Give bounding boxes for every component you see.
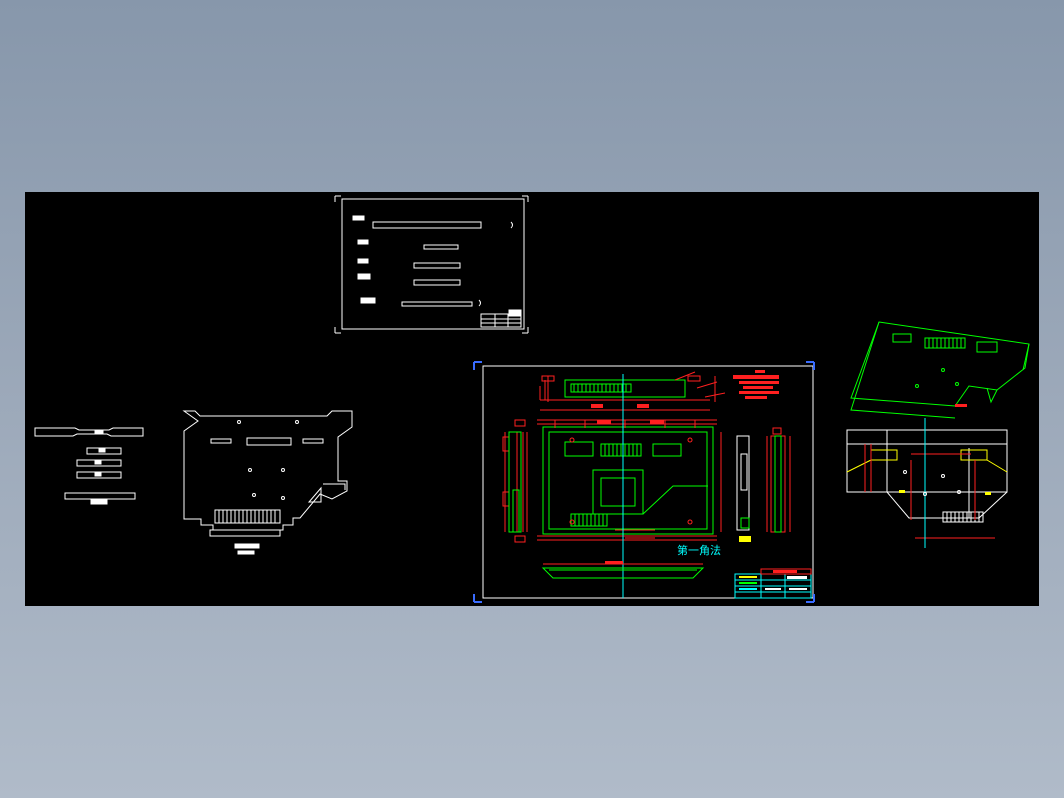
small-parts-group[interactable] [34,427,144,505]
notes-block [733,370,779,399]
top-view[interactable] [539,371,726,411]
right-side-views[interactable] [736,427,791,542]
cad-drawing-viewport[interactable]: 第一角法 [25,192,1039,606]
flat-pattern-part[interactable] [182,410,353,555]
assembly-view[interactable] [846,418,1008,548]
projection-method-label: 第一角法 [677,543,721,557]
projection-note: 第一角法 [677,543,721,557]
left-side-view[interactable] [504,419,528,543]
title-block[interactable] [734,568,812,599]
main-drawing-sheet[interactable] [473,361,815,603]
cad-drawing-canvas: 第一角法 [34,195,1030,603]
isometric-view[interactable] [850,321,1030,419]
bottom-view[interactable] [541,561,705,579]
front-view[interactable] [502,419,722,541]
parts-list-sheet[interactable] [334,195,529,334]
